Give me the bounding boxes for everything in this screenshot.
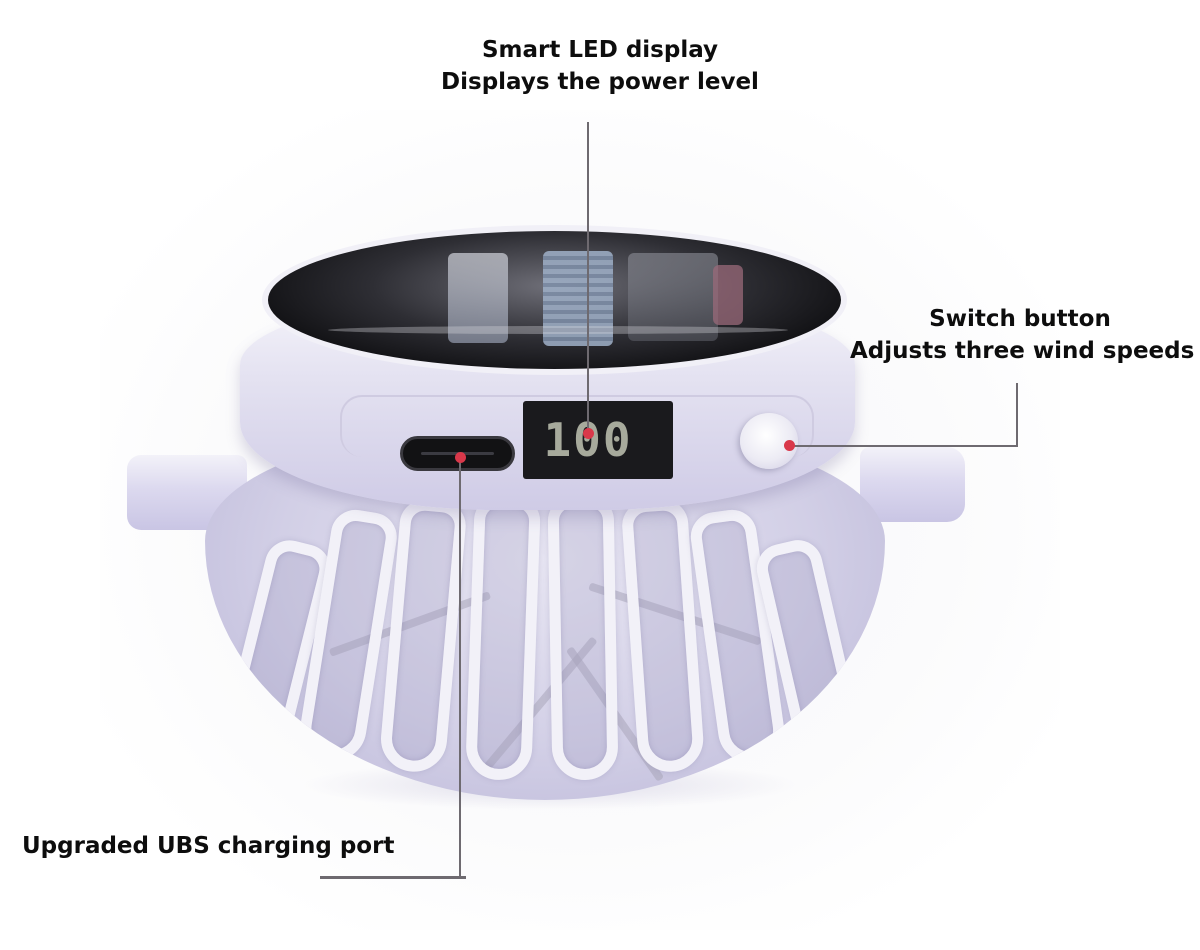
led-label-title: Smart LED display bbox=[481, 37, 719, 63]
right-neck-arm bbox=[860, 447, 965, 522]
usb-label-title: Upgraded UBS charging port bbox=[22, 833, 395, 859]
glossy-top-lid bbox=[262, 225, 847, 375]
switch-label-subtitle: Adjusts three wind speeds bbox=[850, 338, 1195, 364]
led-callout-line bbox=[587, 122, 589, 434]
lid-reflection bbox=[543, 251, 613, 346]
cage-rib bbox=[465, 494, 541, 782]
switch-callout-dot bbox=[784, 440, 795, 451]
lid-reflection bbox=[713, 265, 743, 325]
lid-reflection bbox=[628, 253, 718, 341]
led-display-value: 100 bbox=[543, 413, 633, 467]
usb-callout-horizontal-line bbox=[320, 876, 466, 879]
usb-port-label: Upgraded UBS charging port bbox=[22, 830, 394, 862]
lid-reflection bbox=[328, 326, 788, 334]
led-callout-dot bbox=[583, 428, 594, 439]
switch-callout-horizontal-line bbox=[789, 445, 1018, 447]
led-display-label: Smart LED display Displays the power lev… bbox=[400, 34, 800, 98]
switch-label-title: Switch button bbox=[929, 306, 1111, 332]
led-label-subtitle: Displays the power level bbox=[441, 69, 759, 95]
switch-callout-vertical-line bbox=[1016, 383, 1018, 447]
usb-callout-vertical-line bbox=[459, 458, 461, 878]
cage-rib bbox=[547, 495, 619, 781]
usb-callout-dot bbox=[455, 452, 466, 463]
switch-button-label: Switch button Adjusts three wind speeds bbox=[850, 303, 1195, 367]
led-display: 100 bbox=[523, 401, 673, 479]
control-panel-seam bbox=[340, 395, 814, 457]
lid-reflection bbox=[448, 253, 508, 343]
